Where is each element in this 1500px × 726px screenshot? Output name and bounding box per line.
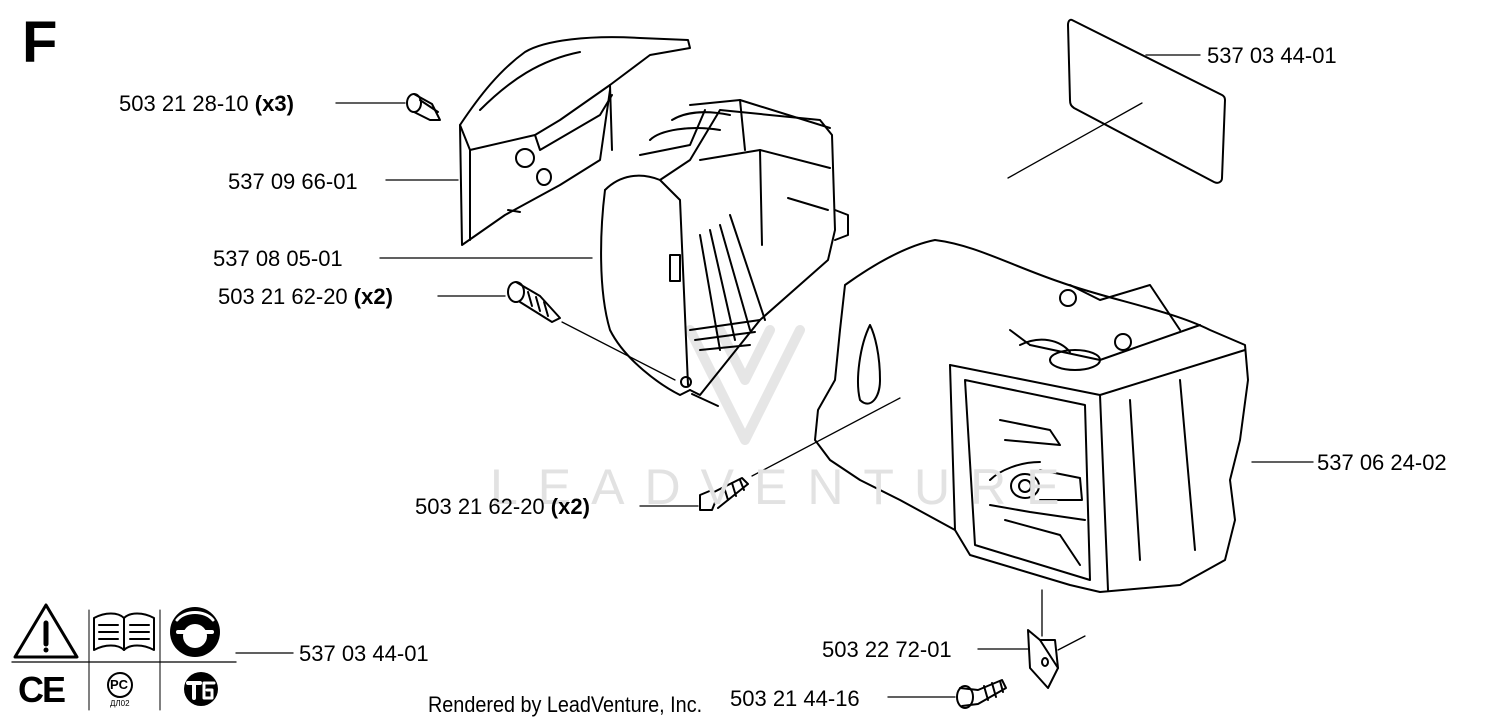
callout-503-21-62-20-upper: 503 21 62-20 (x2) [218,286,393,308]
part-number: 503 21 44-16 [730,686,860,711]
part-number: 537 08 05-01 [213,246,343,271]
callout-537-09-66-01: 537 09 66-01 [228,171,358,193]
pct-sub-label: ДЛ02 [110,699,130,708]
callout-537-08-05-01: 537 08 05-01 [213,248,343,270]
callout-503-21-28-10: 503 21 28-10 (x3) [119,93,294,115]
manual-icon [93,612,155,651]
callout-503-21-44-16: 503 21 44-16 [730,688,860,710]
part-number: 503 21 62-20 [415,494,545,519]
part-number: 503 21 62-20 [218,284,348,309]
callout-537-03-44-01-decal: 537 03 44-01 [1207,45,1337,67]
part-number: 537 06 24-02 [1317,450,1447,475]
part-number: 537 03 44-01 [1207,43,1337,68]
screw-503-21-28-10 [406,93,441,121]
callout-503-22-72-01: 503 22 72-01 [822,639,952,661]
callout-537-06-24-02: 537 06 24-02 [1317,452,1447,474]
ce-mark: CE [18,669,66,710]
quantity: (x2) [550,494,590,519]
section-letter: F [22,10,58,75]
housing-part [814,239,1249,593]
decal-part [1067,18,1226,184]
screw-503-21-62-20-lower [699,477,749,511]
callout-537-03-44-01-symbols: 537 03 44-01 [299,643,429,665]
part-number: 537 09 66-01 [228,169,358,194]
part-number: 503 22 72-01 [822,637,952,662]
leader-lines [235,54,1314,698]
clip-503-22-72-01 [1027,629,1059,689]
top-cover-part [459,36,691,246]
screw-503-21-62-20-upper [507,281,561,323]
quantity: (x2) [353,284,393,309]
pct-mark: PC [110,677,129,692]
part-number: 537 03 44-01 [299,641,429,666]
callout-503-21-62-20-lower: 503 21 62-20 (x2) [415,496,590,518]
screw-503-21-44-16 [956,679,1007,709]
watermark-text: LEADVENTURE [490,459,1080,515]
cylinder-part [600,99,849,407]
safety-symbols [11,603,237,711]
part-number: 503 21 28-10 [119,91,249,116]
protective-gear-icon [170,607,220,657]
gost-icon [184,672,218,706]
quantity: (x3) [254,91,294,116]
render-credit: Rendered by LeadVenture, Inc. [428,692,703,717]
